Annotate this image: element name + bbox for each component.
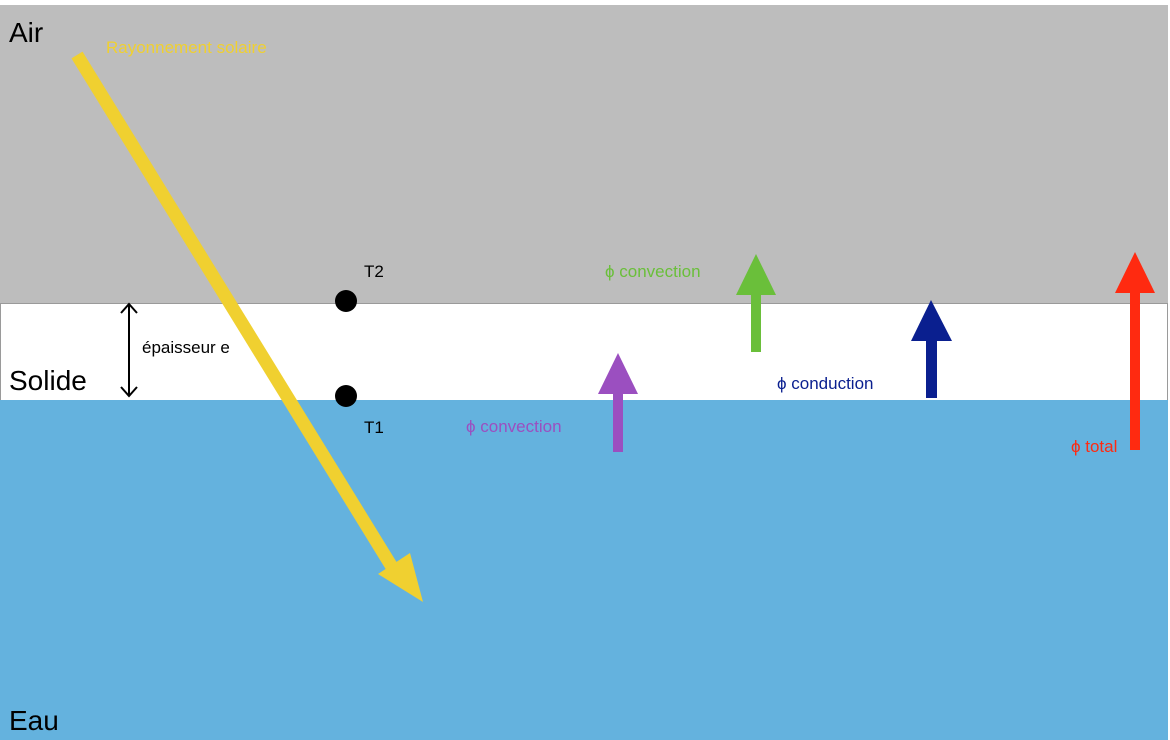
conduction-arrow xyxy=(911,300,952,398)
solid-layer xyxy=(0,303,1168,401)
conduction-label: ϕ conduction xyxy=(777,374,874,393)
air-label: Air xyxy=(9,17,44,48)
convection-water-label: ϕ convection xyxy=(466,417,562,436)
t2-label: T2 xyxy=(364,262,384,281)
total-arrow xyxy=(1115,252,1155,450)
water-label: Eau xyxy=(9,705,59,736)
t1-point xyxy=(335,385,357,407)
convection-water-arrow xyxy=(598,353,638,452)
solid-label: Solide xyxy=(9,365,87,396)
solar-radiation-shaft xyxy=(71,51,398,571)
solar-radiation-arrow xyxy=(71,51,423,602)
thickness-label: épaisseur e xyxy=(142,338,230,357)
solar-radiation-head xyxy=(378,553,423,602)
convection-air-arrow xyxy=(736,254,776,352)
total-label: ϕ total xyxy=(1071,437,1118,456)
water-layer xyxy=(0,400,1168,740)
convection-air-label: ϕ convection xyxy=(605,262,701,281)
thickness-double-arrow xyxy=(120,302,138,398)
t1-label: T1 xyxy=(364,418,384,437)
solar-radiation-label: Rayonnement solaire xyxy=(106,38,267,57)
t2-point xyxy=(335,290,357,312)
